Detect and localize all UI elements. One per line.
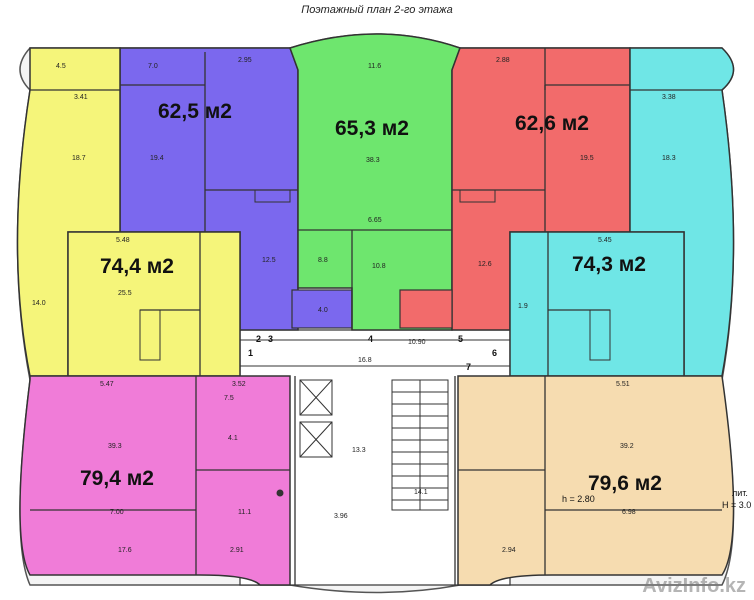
height-label: H = 3.0 — [722, 500, 752, 510]
watermark: AvizInfo.kz — [642, 575, 746, 597]
room-text: 3.96 — [334, 513, 348, 520]
room-text: 6.65 — [368, 217, 382, 224]
room-text: 7.0 — [148, 63, 158, 70]
apartment-65-3[interactable] — [289, 33, 461, 331]
walls — [30, 48, 722, 585]
room-text: 19.4 — [150, 155, 164, 162]
room-text: 5.51 — [616, 381, 630, 388]
area-label-79-4: 79,4 м2 — [80, 467, 154, 490]
room-text: 7.00 — [110, 509, 124, 516]
room-text: 16.8 — [358, 357, 372, 364]
room-text: 5.45 — [598, 237, 612, 244]
room-text: 7.5 — [224, 395, 234, 402]
room-text: 14.0 — [32, 300, 46, 307]
room-text: 2.94 — [502, 547, 516, 554]
lit-label: лит. — [732, 488, 748, 498]
room-text: 18.3 — [662, 155, 676, 162]
apartment-74-3[interactable] — [509, 47, 735, 377]
room-text: 17.6 — [118, 547, 132, 554]
apartment-74-4[interactable] — [16, 47, 241, 377]
axis-label: 4 — [368, 334, 373, 344]
page-title: Поэтажный план 2-го этажа — [301, 4, 453, 16]
axis-label: 1 — [248, 348, 253, 358]
room-text: 25.5 — [118, 290, 132, 297]
area-label-62-5: 62,5 м2 — [158, 100, 232, 123]
room-text: 5.47 — [100, 381, 114, 388]
axis-label: 3 — [268, 334, 273, 344]
room-text: 1.9 — [518, 303, 528, 310]
room-text: 4.0 — [318, 307, 328, 314]
axis-labels: 1 2 3 4 5 6 7 — [248, 334, 497, 372]
room-text: 6.98 — [622, 509, 636, 516]
room-text: 5.48 — [116, 237, 130, 244]
area-label-62-6: 62,6 м2 — [515, 112, 589, 135]
room-text: 12.6 — [478, 261, 492, 268]
room-text: 38.3 — [366, 157, 380, 164]
area-label-74-3: 74,3 м2 — [572, 253, 646, 276]
room-text: 39.2 — [620, 443, 634, 450]
room-text: 8.8 — [318, 257, 328, 264]
axis-label: 6 — [492, 348, 497, 358]
apartment-62-6[interactable] — [399, 47, 631, 331]
room-text: 12.5 — [262, 257, 276, 264]
room-text: 4.5 — [56, 63, 66, 70]
room-text: 18.7 — [72, 155, 86, 162]
room-text: 10.8 — [372, 263, 386, 270]
room-text: 11.6 — [368, 63, 381, 70]
room-dimensions: 19.4 18.7 38.3 19.5 18.3 25.5 14.0 39.3 … — [32, 57, 676, 554]
apartment-79-6[interactable] — [457, 375, 735, 586]
area-label-74-4: 74,4 м2 — [100, 255, 174, 278]
room-text: 3.52 — [232, 381, 246, 388]
room-text: 2.95 — [238, 57, 252, 64]
room-text: 19.5 — [580, 155, 594, 162]
area-label-65-3: 65,3 м2 — [335, 117, 409, 140]
axis-label: 7 — [466, 362, 471, 372]
core-details — [139, 189, 611, 511]
room-text: 39.3 — [108, 443, 122, 450]
room-text: 3.41 — [74, 94, 88, 101]
inner-height-label: h = 2.80 — [562, 494, 595, 504]
room-text: 11.1 — [238, 509, 251, 516]
room-text: 14.1 — [414, 489, 428, 496]
room-text: 3.38 — [662, 94, 676, 101]
room-text: 13.3 — [352, 447, 366, 454]
room-text: 2.91 — [230, 547, 244, 554]
apartment-79-4[interactable] — [19, 375, 291, 586]
room-text: 2.88 — [496, 57, 510, 64]
axis-label: 2 — [256, 334, 261, 344]
apartment-62-5[interactable] — [119, 47, 353, 331]
room-text: 10.90 — [408, 339, 426, 346]
area-label-79-6: 79,6 м2 — [588, 472, 662, 495]
room-text: 4.1 — [228, 435, 238, 442]
axis-label: 5 — [458, 334, 463, 344]
